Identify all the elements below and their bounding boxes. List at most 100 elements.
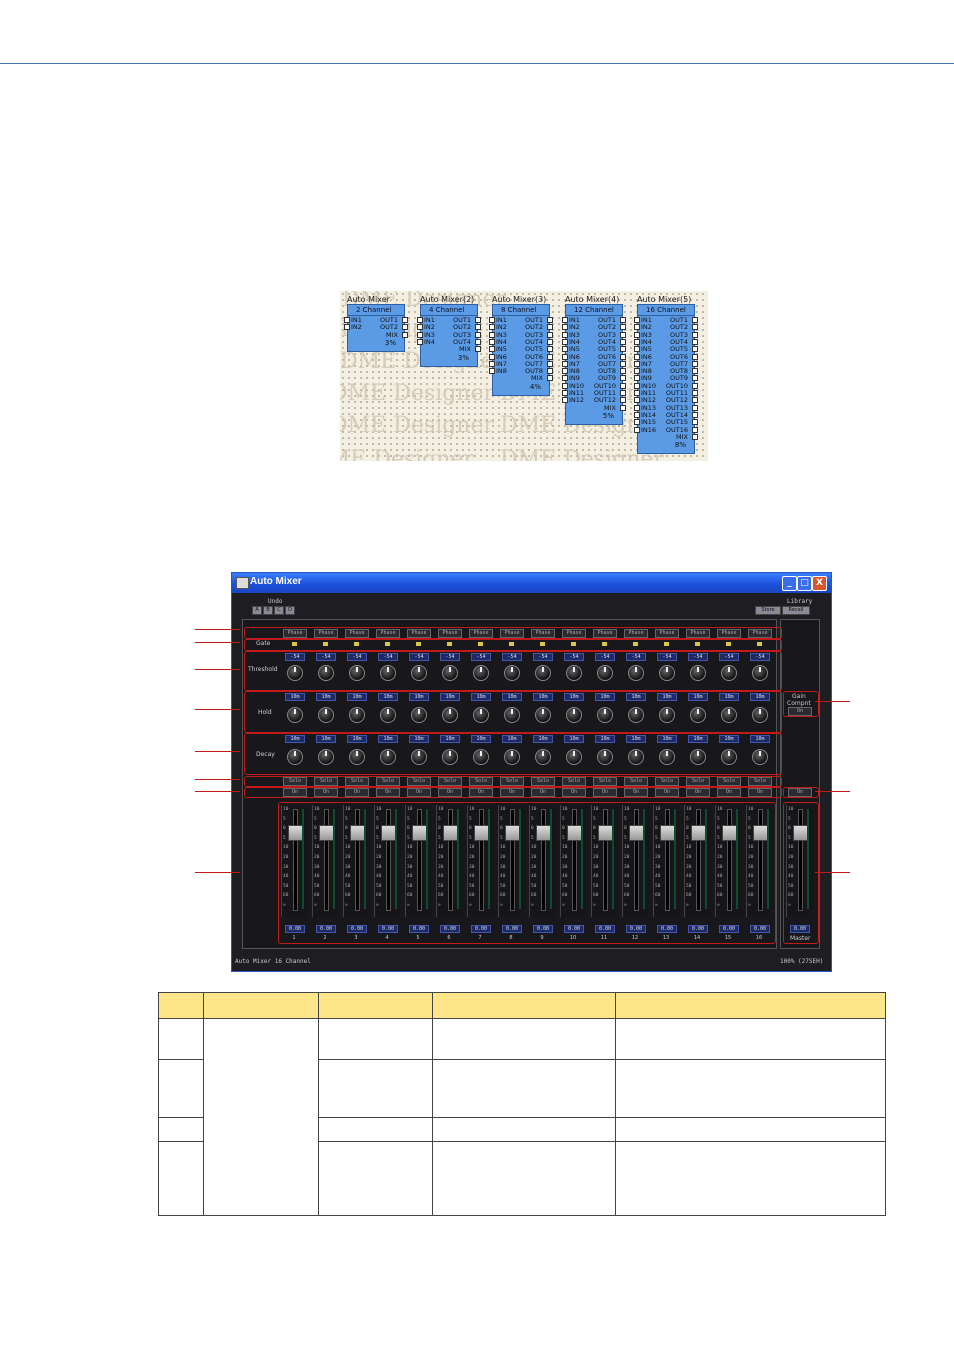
decay-knob[interactable]	[628, 749, 644, 765]
fader-track[interactable]	[355, 809, 360, 911]
phase-button[interactable]: Phase	[655, 629, 679, 638]
solo-button[interactable]: Solo	[407, 777, 431, 786]
input-port[interactable]	[562, 375, 568, 382]
output-port[interactable]	[692, 426, 698, 433]
phase-button[interactable]: Phase	[531, 629, 555, 638]
input-port[interactable]	[634, 375, 640, 382]
output-port[interactable]	[620, 353, 626, 360]
phase-button[interactable]: Phase	[345, 629, 369, 638]
input-port[interactable]	[634, 360, 640, 367]
output-port[interactable]	[547, 346, 553, 353]
output-port[interactable]	[620, 404, 626, 411]
fader-track[interactable]	[603, 809, 608, 911]
output-port[interactable]	[692, 404, 698, 411]
output-port[interactable]	[475, 346, 481, 353]
output-port[interactable]	[692, 382, 698, 389]
input-port[interactable]	[634, 382, 640, 389]
output-port[interactable]	[547, 324, 553, 331]
solo-button[interactable]: Solo	[314, 777, 338, 786]
on-button[interactable]: On	[345, 788, 369, 797]
output-port[interactable]	[620, 382, 626, 389]
hold-knob[interactable]	[597, 707, 613, 723]
output-port[interactable]	[620, 338, 626, 345]
close-button[interactable]: X	[812, 576, 827, 591]
on-button[interactable]: On	[469, 788, 493, 797]
decay-knob[interactable]	[659, 749, 675, 765]
on-button[interactable]: On	[531, 788, 555, 797]
fader-track[interactable]	[665, 809, 670, 911]
fader-track[interactable]	[386, 809, 391, 911]
output-port[interactable]	[547, 317, 553, 323]
maximize-button[interactable]: □	[797, 576, 812, 591]
minimize-button[interactable]: _	[782, 576, 797, 591]
input-port[interactable]	[344, 324, 350, 331]
phase-button[interactable]: Phase	[283, 629, 307, 638]
input-port[interactable]	[562, 360, 568, 367]
on-button[interactable]: On	[748, 788, 772, 797]
solo-button[interactable]: Solo	[531, 777, 555, 786]
input-port[interactable]	[634, 397, 640, 404]
input-port[interactable]	[489, 317, 495, 323]
decay-knob[interactable]	[318, 749, 334, 765]
output-port[interactable]	[475, 331, 481, 338]
input-port[interactable]	[562, 353, 568, 360]
hold-knob[interactable]	[690, 707, 706, 723]
input-port[interactable]	[417, 324, 423, 331]
threshold-knob[interactable]	[535, 665, 551, 681]
output-port[interactable]	[547, 375, 553, 382]
decay-knob[interactable]	[442, 749, 458, 765]
input-port[interactable]	[562, 390, 568, 396]
phase-button[interactable]: Phase	[748, 629, 772, 638]
hold-knob[interactable]	[535, 707, 551, 723]
threshold-knob[interactable]	[349, 665, 365, 681]
decay-knob[interactable]	[752, 749, 768, 765]
fader-track[interactable]	[479, 809, 484, 911]
input-port[interactable]	[634, 324, 640, 331]
fader-track[interactable]	[417, 809, 422, 911]
on-button[interactable]: On	[407, 788, 431, 797]
output-port[interactable]	[620, 375, 626, 382]
phase-button[interactable]: Phase	[593, 629, 617, 638]
output-port[interactable]	[692, 397, 698, 404]
threshold-knob[interactable]	[597, 665, 613, 681]
hold-knob[interactable]	[287, 707, 303, 723]
decay-knob[interactable]	[566, 749, 582, 765]
phase-button[interactable]: Phase	[407, 629, 431, 638]
input-port[interactable]	[634, 419, 640, 426]
output-port[interactable]	[620, 331, 626, 338]
fader-track[interactable]	[541, 809, 546, 911]
phase-button[interactable]: Phase	[314, 629, 338, 638]
undo-button-d[interactable]: D	[285, 606, 295, 615]
output-port[interactable]	[620, 368, 626, 375]
output-port[interactable]	[692, 368, 698, 375]
threshold-knob[interactable]	[473, 665, 489, 681]
undo-button-b[interactable]: B	[263, 606, 273, 615]
decay-knob[interactable]	[287, 749, 303, 765]
decay-knob[interactable]	[411, 749, 427, 765]
threshold-knob[interactable]	[628, 665, 644, 681]
input-port[interactable]	[489, 324, 495, 331]
input-port[interactable]	[634, 390, 640, 396]
hold-knob[interactable]	[473, 707, 489, 723]
output-port[interactable]	[547, 360, 553, 367]
input-port[interactable]	[417, 317, 423, 323]
solo-button[interactable]: Solo	[717, 777, 741, 786]
input-port[interactable]	[634, 331, 640, 338]
phase-button[interactable]: Phase	[500, 629, 524, 638]
solo-button[interactable]: Solo	[283, 777, 307, 786]
input-port[interactable]	[489, 368, 495, 375]
solo-button[interactable]: Solo	[562, 777, 586, 786]
undo-button-a[interactable]: A	[252, 606, 262, 615]
solo-button[interactable]: Solo	[469, 777, 493, 786]
threshold-knob[interactable]	[442, 665, 458, 681]
solo-button[interactable]: Solo	[624, 777, 648, 786]
